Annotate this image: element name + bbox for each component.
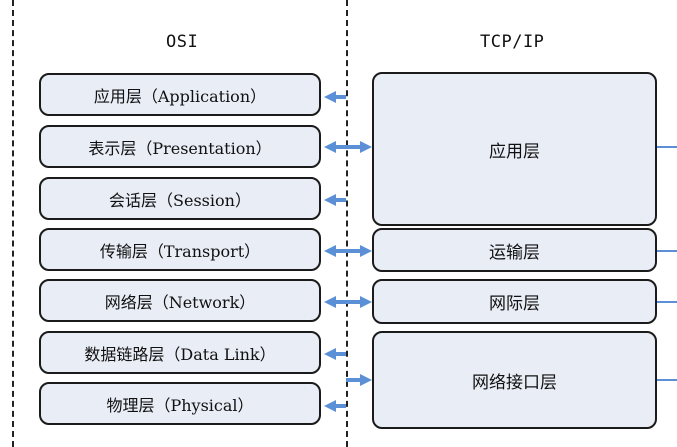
arrow-network-interface-right — [360, 374, 372, 386]
arrow-data-link-stem — [336, 352, 346, 356]
tcpip-header: TCP/IP — [480, 32, 545, 52]
tcpip-layer-application: 应用层 — [372, 72, 657, 226]
osi-layer-presentation: 表示层（Presentation） — [39, 125, 321, 168]
arrow-network-stem — [336, 300, 360, 304]
arrow-session-stem — [336, 198, 346, 202]
arrow-data-link-left — [324, 348, 336, 360]
osi-layer-transport: 传输层（Transport） — [39, 228, 321, 271]
arrow-application-stem — [336, 95, 346, 99]
tcpip-layer-transport: 运输层 — [372, 228, 657, 272]
osi-layer-network: 网络层（Network） — [39, 279, 321, 322]
osi-layer-data-link: 数据链路层（Data Link） — [39, 331, 321, 374]
arrow-session-left — [324, 194, 336, 206]
center-dashed-line — [346, 0, 348, 447]
tcpip-layer-network-interface: 网络接口层 — [372, 331, 657, 429]
tcpip-layer-internet: 网际层 — [372, 279, 657, 324]
arrow-presentation-right — [360, 141, 372, 153]
osi-layer-application: 应用层（Application） — [39, 73, 321, 116]
arrow-physical-stem — [336, 404, 346, 408]
osi-layer-session: 会话层（Session） — [39, 177, 321, 220]
osi-header: OSI — [166, 32, 199, 52]
arrow-network-interface-stem — [346, 378, 360, 382]
arrow-transport-right — [360, 245, 372, 257]
arrow-transport-stem — [336, 249, 360, 253]
arrow-presentation-left — [324, 141, 336, 153]
arrow-physical-left — [324, 400, 336, 412]
left-dashed-line — [12, 0, 14, 447]
arrow-transport-left — [324, 245, 336, 257]
arrow-application-left — [324, 91, 336, 103]
osi-layer-physical: 物理层（Physical） — [39, 382, 321, 425]
arrow-network-right — [360, 296, 372, 308]
arrow-network-left — [324, 296, 336, 308]
arrow-presentation-stem — [336, 145, 360, 149]
